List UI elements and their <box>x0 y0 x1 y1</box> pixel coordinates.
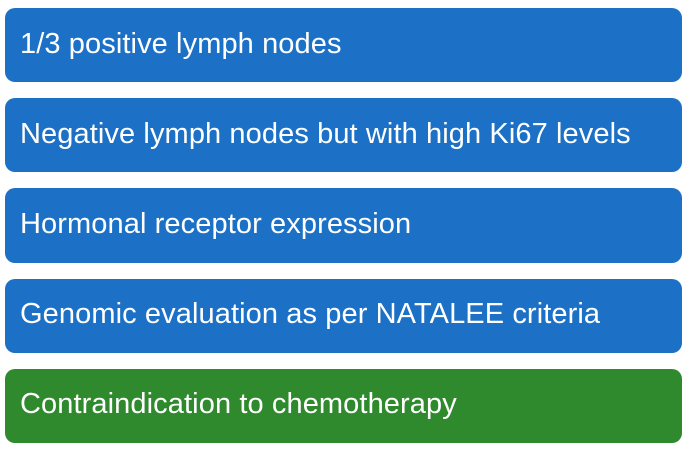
criteria-item-label: Genomic evaluation as per NATALEE criter… <box>20 298 601 331</box>
criteria-item[interactable]: Genomic evaluation as per NATALEE criter… <box>5 278 682 353</box>
criteria-item[interactable]: Negative lymph nodes but with high Ki67 … <box>5 98 682 173</box>
criteria-item-label: Hormonal receptor expression <box>20 208 412 240</box>
criteria-item[interactable]: 1/3 positive lymph nodes <box>5 8 682 83</box>
criteria-item-label: Contraindication to chemotherapy <box>20 388 457 421</box>
criteria-item-label: Negative lymph nodes but with high Ki67 … <box>20 117 631 150</box>
criteria-item-label: 1/3 positive lymph nodes <box>20 27 342 60</box>
criteria-item[interactable]: Hormonal receptor expression <box>5 188 682 263</box>
criteria-item[interactable]: Contraindication to chemotherapy <box>5 368 682 444</box>
